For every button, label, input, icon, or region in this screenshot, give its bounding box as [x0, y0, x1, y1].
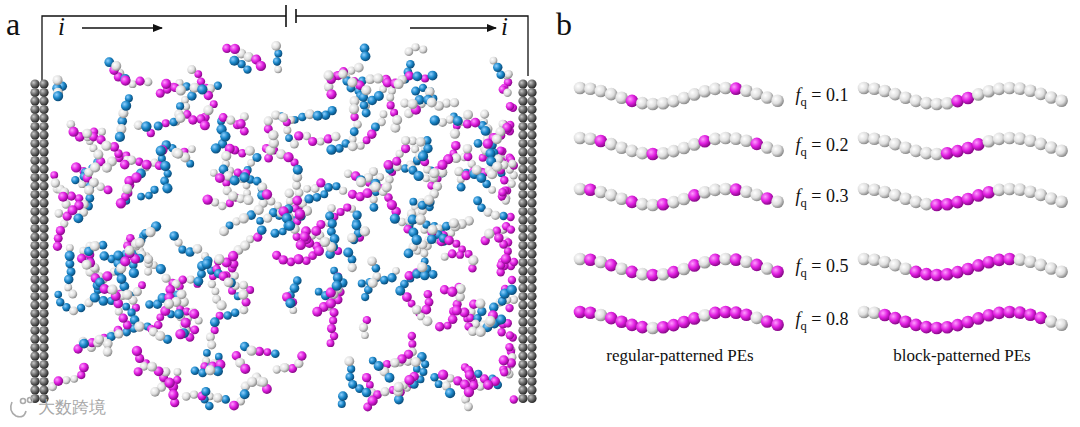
current-label: i — [58, 14, 65, 39]
watermark-logo — [11, 398, 33, 417]
electrode — [30, 79, 536, 403]
caption-label: regular-patterned PEs — [606, 347, 753, 364]
panel-letter: a — [6, 8, 20, 40]
molecular-snapshot — [48, 41, 518, 411]
circuit-wire — [42, 5, 528, 82]
watermark: 大数跨境 — [38, 399, 106, 416]
parameter-label: fq = 0.3 — [796, 187, 849, 209]
current-label: i — [501, 14, 508, 39]
polyelectrolyte-chain — [574, 82, 1068, 335]
parameter-label: fq = 0.2 — [796, 136, 849, 158]
parameter-label: fq = 0.1 — [796, 86, 849, 108]
parameter-label: fq = 0.5 — [796, 257, 849, 279]
caption-label: block-patterned PEs — [893, 347, 1030, 364]
parameter-label: fq = 0.8 — [796, 310, 849, 332]
panel-letter: b — [556, 8, 572, 40]
